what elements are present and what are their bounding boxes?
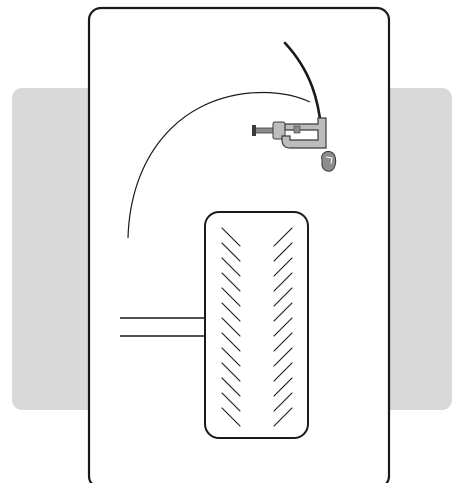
tread-mark-left (221, 302, 241, 322)
tread-mark-right (273, 407, 293, 427)
tread-mark-right (273, 317, 293, 337)
tread-mark-left (221, 257, 241, 277)
clamp-handle (254, 127, 274, 134)
rotation-arc (127, 91, 311, 239)
tread-mark-right (273, 287, 293, 307)
tread-mark-right (273, 392, 293, 412)
tire-icon (204, 211, 309, 439)
tread-mark-left (221, 377, 241, 397)
c-clamp-icon (252, 117, 327, 149)
tire-outline (204, 211, 309, 439)
background-band-right (380, 88, 452, 410)
tread-mark-left (221, 317, 241, 337)
tread-mark-left (221, 287, 241, 307)
tread-mark-left (221, 227, 241, 247)
tread-mark-right (273, 272, 293, 292)
tread-mark-right (273, 377, 293, 397)
tread-mark-right (273, 332, 293, 352)
tread-mark-left (221, 242, 241, 262)
tread-mark-left (221, 407, 241, 427)
tread-mark-left (221, 272, 241, 292)
tread-mark-right (273, 302, 293, 322)
tread-mark-right (273, 347, 293, 367)
tread-mark-left (221, 362, 241, 382)
tread-mark-left (221, 347, 241, 367)
tread-mark-right (273, 242, 293, 262)
balance-weight (321, 151, 337, 172)
balance-weight-icon (321, 151, 337, 172)
clamp-frame (281, 117, 327, 149)
tread-mark-right (273, 362, 293, 382)
background-band-left (12, 88, 98, 410)
tire-tread (221, 227, 293, 427)
tread-mark-left (221, 392, 241, 412)
tread-mark-right (273, 227, 293, 247)
tread-mark-right (273, 257, 293, 277)
tread-mark-left (221, 332, 241, 352)
